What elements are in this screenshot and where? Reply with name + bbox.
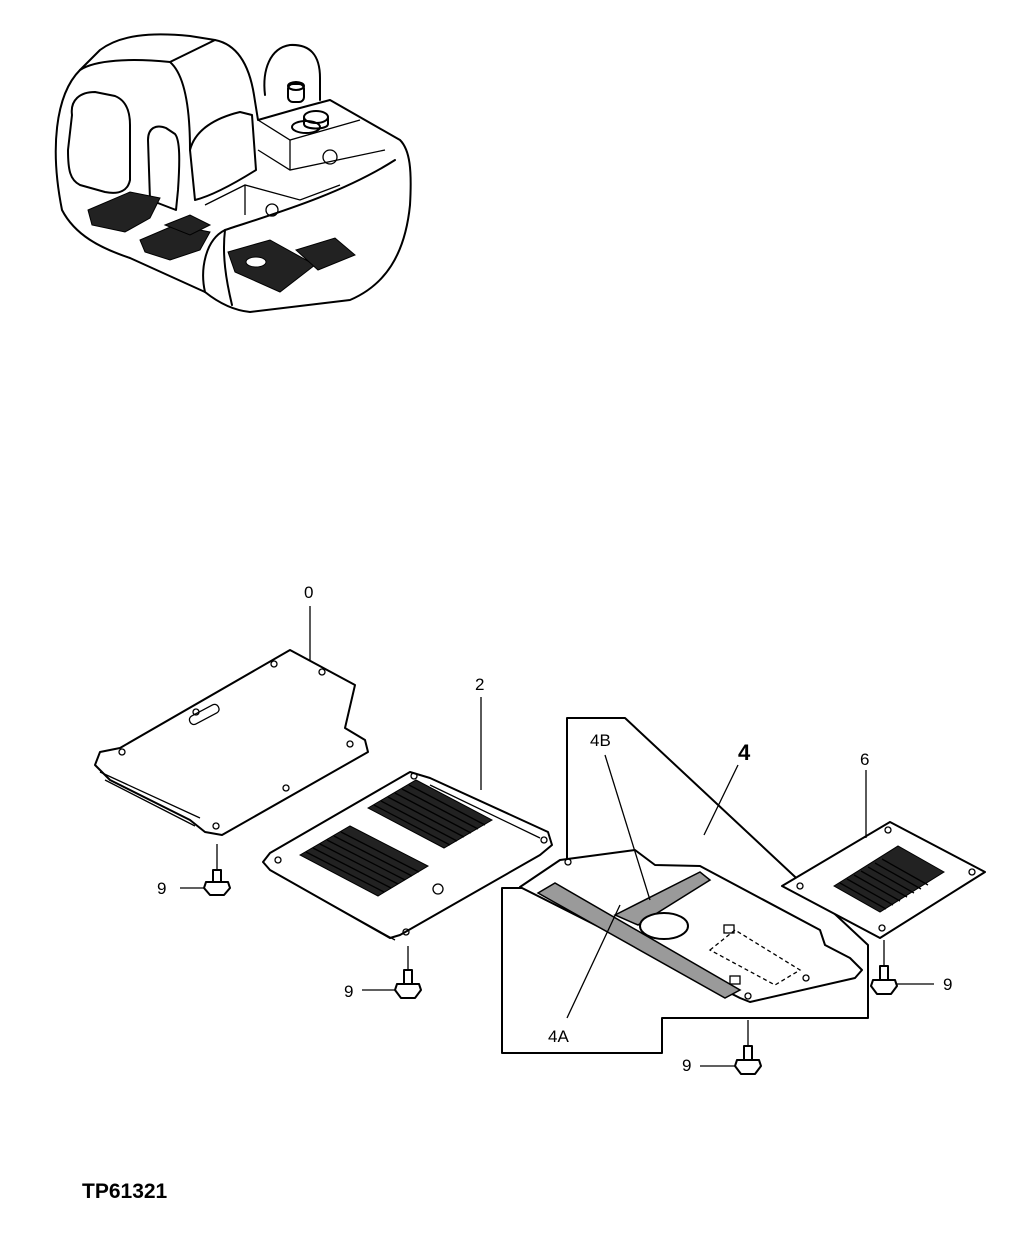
callout-0: 0 bbox=[304, 583, 313, 602]
callout-4: 4 bbox=[738, 740, 751, 765]
callout-4b: 4B bbox=[590, 731, 611, 750]
bolt-9-b bbox=[362, 946, 422, 999]
part-6-small-plate bbox=[781, 821, 986, 939]
part-4-main-plate bbox=[519, 849, 863, 1003]
part-0-floor-plate bbox=[94, 649, 369, 836]
callout-2: 2 bbox=[475, 675, 484, 694]
callout-4a: 4A bbox=[548, 1027, 569, 1046]
callout-9-a: 9 bbox=[157, 879, 166, 898]
drawing-code: TP61321 bbox=[82, 1180, 168, 1203]
callout-9-c: 9 bbox=[682, 1056, 691, 1075]
callout-9-b: 9 bbox=[344, 982, 353, 1001]
callout-9-d: 9 bbox=[943, 975, 952, 994]
machine-overview bbox=[54, 33, 412, 313]
rib-group-2 bbox=[366, 779, 494, 849]
bolt-9-a bbox=[180, 844, 231, 896]
part-2-ribbed-plate bbox=[262, 771, 553, 941]
bolt-9-d bbox=[870, 940, 934, 995]
rib-group-1 bbox=[298, 825, 430, 897]
bolt-9-c bbox=[700, 1020, 762, 1075]
leader-lines bbox=[309, 606, 867, 1019]
callout-6: 6 bbox=[860, 750, 869, 769]
